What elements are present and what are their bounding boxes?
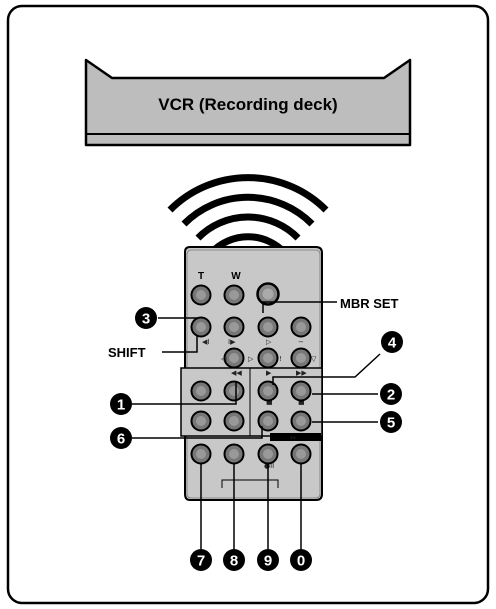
remote-button-r3c4[interactable] (290, 347, 312, 369)
svg-text:4: 4 (388, 335, 397, 352)
zoom-t-label: T (198, 271, 204, 282)
svg-text:6: 6 (117, 431, 125, 448)
svg-text:I▶: I▶ (228, 338, 236, 346)
remote-button-r5c1[interactable] (190, 410, 212, 432)
svg-text:3: 3 (142, 311, 150, 328)
remote-button-r2c2[interactable] (223, 316, 245, 338)
svg-text:9: 9 (264, 553, 272, 570)
shift-label: SHIFT (108, 345, 146, 360)
svg-text:◁: ◁ (221, 355, 227, 363)
callout-4: 4 (381, 331, 403, 353)
leader-lines (132, 301, 381, 549)
zoom-w-button[interactable] (223, 284, 245, 306)
svg-text:▷: ▷ (266, 338, 272, 346)
remote-button-r4c1[interactable] (190, 380, 212, 402)
record-pause-button[interactable] (257, 443, 279, 465)
vcr-deck: VCR (Recording deck) (84, 58, 412, 147)
callout-1: 1 (110, 393, 132, 415)
callout-2: 2 (380, 383, 402, 405)
svg-text:▷: ▷ (248, 355, 254, 363)
svg-text:◀I: ◀I (202, 338, 209, 346)
callout-0: 0 (290, 549, 312, 571)
svg-text:1: 1 (117, 397, 125, 414)
svg-text:7: 7 (197, 553, 205, 570)
callout-3: 3 (135, 307, 157, 329)
svg-text:−: − (298, 338, 304, 346)
svg-text:▶: ▶ (266, 369, 272, 377)
fast-forward-button[interactable] (290, 380, 312, 402)
callout-8: 8 (223, 549, 245, 571)
svg-text:5: 5 (387, 415, 395, 432)
remote-button-b2[interactable] (223, 443, 245, 465)
slow-forward-button[interactable] (257, 347, 279, 369)
callout-7: 7 (190, 549, 212, 571)
svg-text:■: ■ (266, 398, 273, 406)
svg-text:↔: ↔ (290, 434, 296, 442)
play-button[interactable] (257, 380, 279, 402)
zoom-t-button[interactable] (190, 284, 212, 306)
svg-text:◀◀: ◀◀ (231, 369, 242, 377)
svg-text:2: 2 (387, 387, 395, 404)
remote-button-b4[interactable] (290, 443, 312, 465)
zoom-w-label: W (231, 271, 241, 282)
shift-button[interactable] (190, 316, 212, 338)
power-button[interactable] (256, 282, 280, 306)
mbr-set-button[interactable] (257, 316, 279, 338)
svg-text:▶▶: ▶▶ (296, 369, 307, 377)
mbr-set-label: MBR SET (340, 296, 399, 311)
slow-rewind-button[interactable] (223, 347, 245, 369)
svg-text:8: 8 (230, 553, 238, 570)
svg-text:!: ! (279, 355, 282, 363)
remote-control: ↔ T W ◀I I▶ ▷ − ◁ ▷ ! ▽ ◀◀ ▶ ▶▶ ■ ■ ●II (180, 246, 323, 501)
stop-button[interactable] (290, 410, 312, 432)
callout-9: 9 (257, 549, 279, 571)
callout-5: 5 (380, 411, 402, 433)
remote-button-r5c2[interactable] (223, 410, 245, 432)
svg-text:▽: ▽ (311, 355, 317, 363)
rewind-button[interactable] (223, 380, 245, 402)
svg-text:0: 0 (297, 553, 305, 570)
svg-text:■: ■ (298, 398, 305, 406)
remote-button-r2c4[interactable] (290, 316, 312, 338)
svg-text:●II: ●II (264, 462, 274, 470)
callout-6: 6 (110, 427, 132, 449)
remote-button-b1[interactable] (190, 443, 212, 465)
vcr-label: VCR (Recording deck) (158, 95, 337, 114)
signal-waves-icon (167, 174, 329, 255)
pause-button[interactable] (257, 410, 279, 432)
